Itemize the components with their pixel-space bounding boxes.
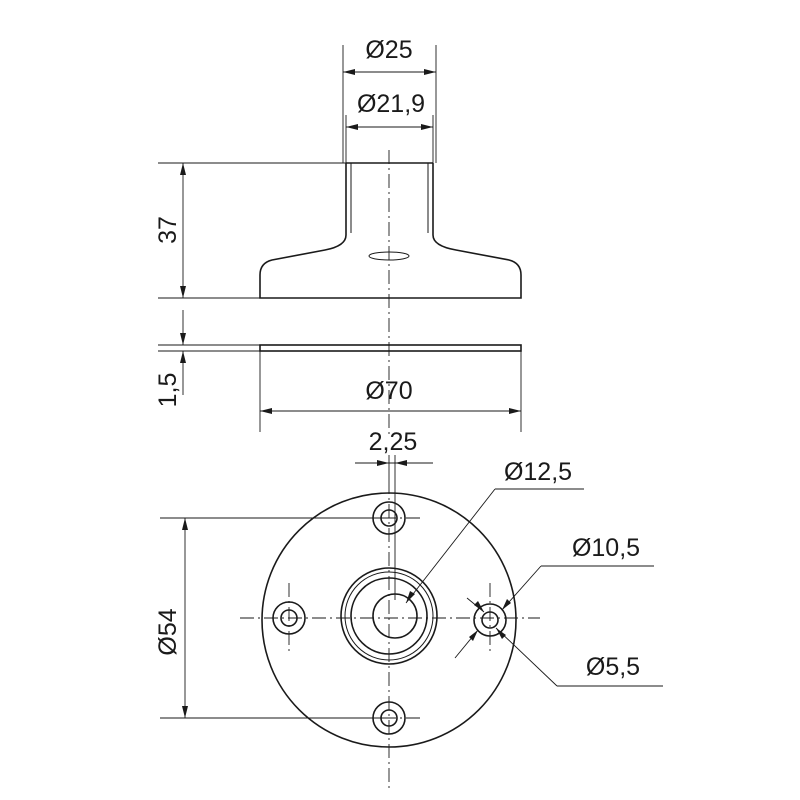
center-bore-outer: [340, 567, 438, 665]
dim-center-bore: Ø12,5: [405, 458, 584, 604]
label-center-bore: Ø12,5: [504, 458, 572, 486]
label-stem-inner: Ø21,9: [357, 90, 425, 118]
dim-hole-offset: 2,25: [355, 428, 433, 600]
dim-stem-outer: Ø25: [342, 36, 437, 163]
stem-outline: [345, 162, 434, 235]
label-stem-outer: Ø25: [365, 36, 412, 64]
dim-height: 37: [154, 162, 346, 299]
label-height: 37: [154, 216, 182, 244]
dim-stem-inner: Ø21,9: [345, 90, 434, 163]
side-view: [259, 150, 522, 435]
label-hole-counterbore: Ø10,5: [572, 534, 640, 562]
label-hole-offset: 2,25: [369, 428, 418, 456]
label-gasket: 1,5: [154, 373, 182, 408]
top-view: [240, 480, 540, 792]
dim-gasket: 1,5: [154, 310, 260, 407]
label-hole-diameter: Ø5,5: [586, 653, 640, 681]
dim-base-diameter: Ø70: [259, 351, 522, 432]
flange-outline: [259, 234, 522, 299]
label-base-diameter: Ø70: [365, 377, 412, 405]
label-bolt-circle: Ø54: [154, 608, 182, 655]
dim-bolt-circle: Ø54: [154, 517, 389, 719]
dim-hole-diameter: Ø5,5: [466, 597, 663, 687]
center-bore-hole: [372, 593, 418, 639]
dim-hole-counterbore: Ø10,5: [454, 534, 654, 659]
gasket-outline: [259, 344, 522, 352]
